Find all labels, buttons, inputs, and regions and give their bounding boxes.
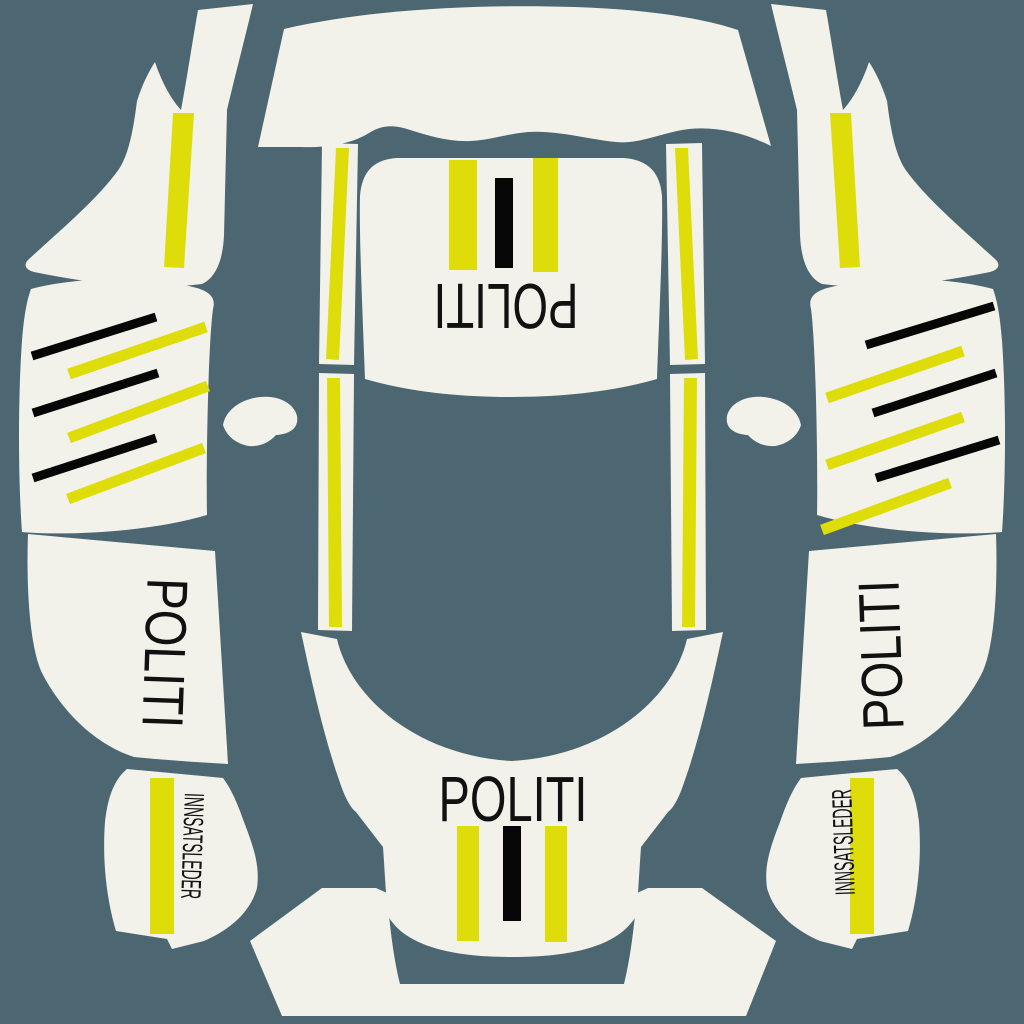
side-stripe-yellow xyxy=(825,411,965,471)
trunk-yellow-stripe-right xyxy=(545,826,567,942)
right-panel-stripes xyxy=(820,301,1001,536)
side-stripe-yellow xyxy=(820,477,952,536)
sill-front-yellow-stripe xyxy=(326,148,349,360)
sill-rear-yellow-stripe xyxy=(327,378,342,627)
rear-fender-panel xyxy=(104,769,258,949)
trunk-yellow-stripe-left xyxy=(457,826,479,941)
door-right-politi-text: POLITI xyxy=(846,579,916,731)
side-stripe-black xyxy=(874,435,1001,483)
trunk-group: POLITI xyxy=(301,632,723,957)
side-stripe-yellow xyxy=(67,380,210,444)
hood-yellow-stripe-left xyxy=(449,160,477,270)
door-left-politi-text: POLITI xyxy=(129,577,199,729)
side-stripe-yellow xyxy=(66,442,206,505)
a-pillar-panel xyxy=(25,4,253,287)
hood-black-stripe xyxy=(495,178,513,268)
trunk-politi-text: POLITI xyxy=(439,763,588,835)
trunk-panel xyxy=(301,632,723,957)
side-stripe-black xyxy=(864,301,996,350)
fender-yellow-stripe xyxy=(150,778,174,934)
bumper-panel xyxy=(250,888,776,1016)
hood-yellow-stripe-right xyxy=(533,158,558,272)
side-stripe-yellow xyxy=(825,345,965,404)
hood-panel xyxy=(359,158,663,397)
side-stripe-black xyxy=(31,433,158,483)
fender-left-innsatsleder-text: INNSATSLEDER xyxy=(175,793,210,900)
side-stripe-black xyxy=(30,312,158,361)
left-panel-stripes xyxy=(30,312,210,505)
hood-politi-text: POLITI xyxy=(434,270,579,342)
trunk-black-stripe xyxy=(503,826,521,921)
fender-right-innsatsleder-text: INNSATSLEDER xyxy=(826,789,861,896)
a-pillar-yellow-stripe xyxy=(164,113,194,268)
side-stripe-yellow xyxy=(67,321,208,380)
windshield-band-panel xyxy=(258,6,771,148)
wing-mirror-panel xyxy=(223,396,298,447)
hood-group: POLITI xyxy=(359,158,663,397)
side-stripe-black xyxy=(871,368,998,418)
side-stripe-black xyxy=(31,368,160,418)
lower-door-panel xyxy=(27,534,228,764)
left-side-parts xyxy=(19,4,358,949)
